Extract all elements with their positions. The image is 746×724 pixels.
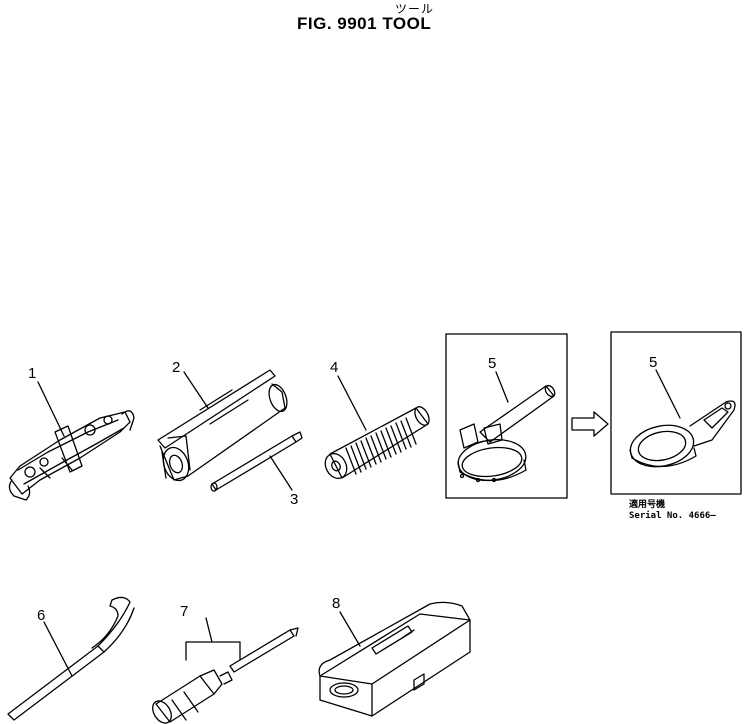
serial-note-japanese: 適用号機 [629, 500, 666, 510]
leader-line-4 [337, 375, 367, 431]
part-number-8: 8 [332, 595, 340, 612]
hook-spanner-drawing [7, 596, 135, 721]
part-number-5-alt: 5 [649, 354, 657, 371]
part-number-1: 1 [28, 365, 36, 382]
bar-drawing [210, 431, 303, 492]
leader-line-2 [183, 371, 209, 409]
part-5-box [445, 333, 568, 499]
leader-line-1 [37, 381, 65, 437]
grease-hose-drawing [324, 406, 430, 480]
leader-line-8 [339, 611, 361, 647]
filter-wrench-plate-drawing [629, 400, 736, 468]
part-number-7: 7 [180, 603, 188, 620]
figure-title: FIG. 9901 TOOL [297, 14, 432, 33]
tool-box-drawing [318, 601, 471, 717]
serial-note-english: Serial No. 4666— [629, 511, 716, 521]
right-arrow-icon [571, 411, 609, 437]
part-number-5: 5 [488, 355, 496, 372]
part-number-4: 4 [330, 359, 338, 376]
part-number-2: 2 [172, 359, 180, 376]
leader-line-5b [655, 369, 681, 419]
part-number-6: 6 [37, 607, 45, 624]
part-number-3: 3 [290, 491, 298, 508]
figure-title-japanese: ツール [395, 2, 435, 16]
leader-line-5a [495, 371, 509, 403]
leader-line-6 [43, 621, 73, 677]
leader-line-3 [269, 455, 293, 491]
filter-wrench-strap-drawing [457, 384, 556, 483]
tool-bag-drawing [157, 369, 288, 482]
part-5-alt-box [610, 331, 742, 495]
wrench-set-drawing [8, 410, 135, 501]
screwdriver-drawing [152, 627, 299, 724]
serial-note: 適用号機 Serial No. 4666— [629, 500, 716, 522]
leader-bracket-7 [185, 617, 241, 661]
